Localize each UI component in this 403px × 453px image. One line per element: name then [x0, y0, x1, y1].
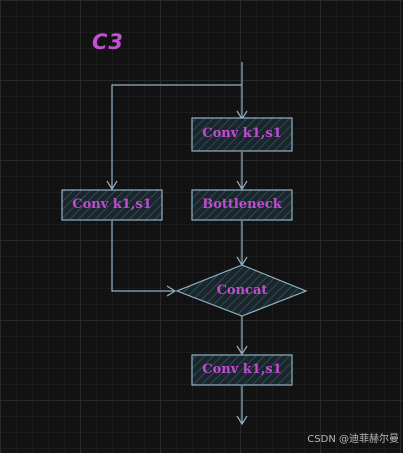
node-label-conv-left: Conv k1,s1: [72, 197, 152, 212]
node-box-conv-left: [61, 189, 163, 221]
node-box-conv-bottom: [191, 354, 293, 386]
arrowhead-conv-bottom: [236, 345, 248, 356]
node-label-concat: Concat: [216, 283, 268, 298]
node-box-bottleneck: [191, 189, 293, 221]
node-box-conv-top: [191, 117, 293, 152]
edge-split-to-conv-left: [111, 84, 242, 188]
node-label-bottleneck: Bottleneck: [202, 197, 282, 212]
arrowhead-conv-left: [106, 180, 118, 191]
arrowhead-output: [236, 415, 248, 426]
node-label-conv-top: Conv k1,s1: [202, 126, 282, 141]
node-label-conv-bottom: Conv k1,s1: [202, 362, 282, 377]
arrowhead-concat-left: [166, 285, 177, 297]
watermark: CSDN @迪菲赫尔曼: [307, 434, 399, 445]
diagram-title: C3: [92, 30, 125, 54]
edge-conv-left-to-concat: [111, 221, 174, 292]
node-shape-concat: [175, 264, 308, 317]
arrowhead-bottleneck: [236, 180, 248, 191]
